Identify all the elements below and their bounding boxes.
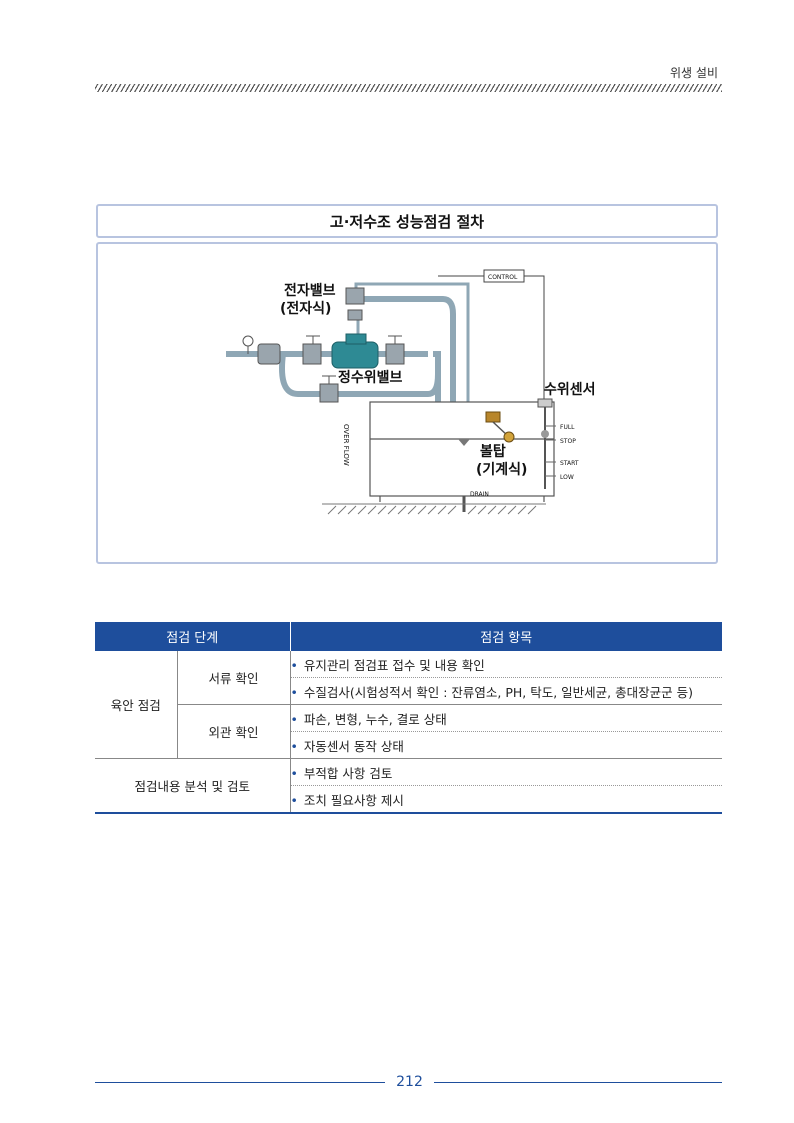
bullet-icon: • [290,738,298,754]
bullet-icon: • [290,684,298,700]
table-header-row: 점검 단계 점검 항목 [95,622,722,651]
solenoid-type-label: (전자식) [280,300,331,317]
list-item: •파손, 변형, 누수, 결로 상태 [290,704,722,732]
footer-line-right [434,1082,722,1083]
table-row: 외관 확인 •파손, 변형, 누수, 결로 상태 [95,704,722,759]
full-label: FULL [560,424,575,431]
list-item: •자동센서 동작 상태 [290,731,722,759]
bullet-icon: • [290,792,298,808]
list-item: •수질검사(시험성적서 확인 : 잔류염소, PH, 탁도, 일반세균, 총대장… [290,677,722,705]
water-tank-diagram: 전자밸브 (전자식) 정수위밸브 수위센서 볼탑 (기계식) CONTROL D… [226,269,596,515]
list-item: •유지관리 점검표 접수 및 내용 확인 [290,651,722,678]
inspection-table: 점검 단계 점검 항목 육안 점검 서류 확인 •유지관리 점검표 접수 및 내… [95,622,722,814]
table-row: •수질검사(시험성적서 확인 : 잔류염소, PH, 탁도, 일반세균, 총대장… [95,677,722,705]
table-row: •조치 필요사항 제시 [95,785,722,814]
control-label: CONTROL [488,274,518,281]
purify-valve-label: 정수위밸브 [338,369,403,386]
list-item: •조치 필요사항 제시 [290,785,722,814]
header-section-label: 위생 설비 [670,66,718,80]
table-row: 점검내용 분석 및 검토 •부적합 사항 검토 [95,758,722,814]
ball-tap-label: 볼탑 [480,444,506,460]
page-number: 212 [396,1074,423,1090]
figure-box: 고·저수조 성능점검 절차 [96,204,720,564]
ball-tap-type-label: (기계식) [476,462,527,478]
start-label: START [560,460,579,467]
list-item: •부적합 사항 검토 [290,758,722,786]
table-row: 육안 점검 서류 확인 •유지관리 점검표 접수 및 내용 확인 [95,651,722,759]
header-stage: 점검 단계 [95,622,290,651]
table-row: •자동센서 동작 상태 [95,731,722,759]
low-label: LOW [560,474,574,481]
bullet-icon: • [290,765,298,781]
overflow-label: OVER FLOW [342,424,350,466]
bullet-icon: • [290,657,298,673]
footer-line-left [95,1082,385,1083]
sub-document-check: 서류 확인 [177,651,291,705]
header-hatch-divider [95,84,722,92]
sub-exterior-check: 외관 확인 [177,704,291,759]
figure-title: 고·저수조 성능점검 절차 [96,204,718,238]
stop-label: STOP [560,438,576,445]
group-visual-inspection: 육안 점검 [95,651,178,759]
figure-body: 전자밸브 (전자식) 정수위밸브 수위센서 볼탑 (기계식) CONTROL D… [96,242,718,564]
bullet-icon: • [290,711,298,727]
group-analysis-review: 점검내용 분석 및 검토 [95,758,291,814]
drain-label: DRAIN [470,491,489,498]
header-items: 점검 항목 [289,622,722,651]
level-sensor-label: 수위센서 [544,382,596,398]
solenoid-valve-label: 전자밸브 [284,282,336,299]
